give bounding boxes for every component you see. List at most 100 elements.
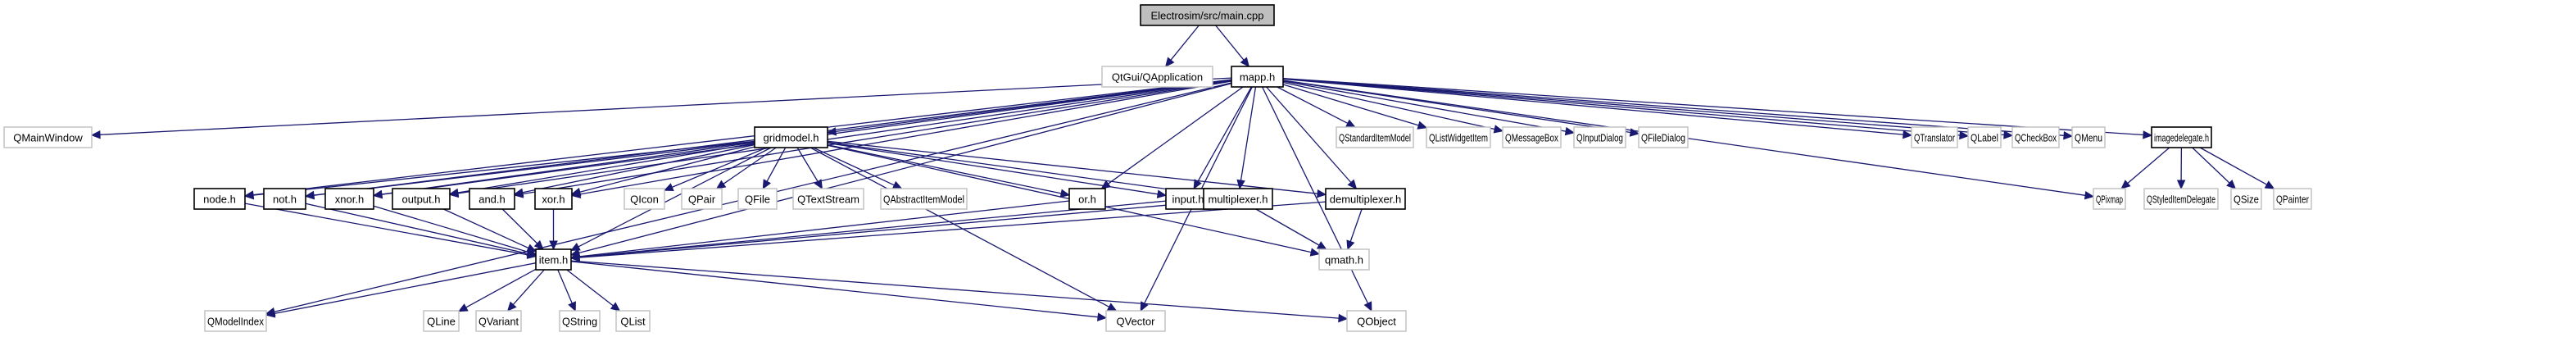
arrowhead-icon	[549, 240, 558, 251]
node-label: item.h	[539, 254, 568, 266]
node-label: not.h	[273, 194, 297, 206]
arrowhead-icon	[1338, 313, 1349, 323]
node-box	[3, 126, 93, 148]
node-qsize: QSize	[2230, 188, 2262, 210]
node-multiplexer[interactable]: multiplexer.h	[1203, 188, 1273, 210]
edge-line	[827, 142, 1159, 195]
arrowhead-icon	[1564, 126, 1576, 136]
node-imagedelegate[interactable]: imagedelegate.h	[2151, 126, 2212, 148]
node-box	[880, 188, 968, 210]
node-box	[1911, 126, 1958, 148]
node-xnor[interactable]: xnor.h	[324, 188, 374, 210]
edge-line	[1282, 77, 2144, 136]
arrowhead-icon	[265, 309, 276, 318]
node-label: gridmodel.h	[764, 132, 819, 144]
arrowhead-icon	[1345, 119, 1356, 128]
node-qlist: QList	[615, 310, 651, 332]
arrowhead-icon	[372, 189, 383, 199]
edge-gridmodel-to-qfile	[762, 147, 787, 190]
node-box	[1140, 4, 1275, 26]
arrowhead-icon	[1316, 241, 1327, 250]
edge-line	[1282, 78, 1904, 135]
node-box	[1325, 188, 1406, 210]
edge-main-to-qapp	[1164, 25, 1200, 67]
node-label: QVector	[1117, 316, 1156, 328]
edge-output-to-item	[443, 208, 537, 253]
edge-line	[465, 268, 537, 308]
edge-item-to-qlist	[566, 269, 621, 312]
edge-mapp-to-qlistwidgetitem	[1282, 84, 1428, 130]
arrowhead-icon	[1309, 248, 1321, 257]
edge-item-to-qline	[457, 268, 537, 312]
node-label: QFileDialog	[1641, 132, 1685, 144]
edge-line	[723, 147, 777, 184]
node-box	[475, 310, 522, 332]
edge-line	[1262, 86, 1369, 304]
node-label: QStyledItemDelegate	[2147, 194, 2215, 206]
node-label: QLabel	[1971, 132, 1998, 144]
node-box	[1573, 126, 1626, 148]
node-box	[792, 188, 864, 210]
edge-main-to-mapp	[1215, 25, 1250, 67]
node-qmainwindow: QMainWindow	[3, 126, 93, 148]
edge-line	[578, 201, 1204, 258]
node-box	[1101, 66, 1213, 88]
node-and[interactable]: and.h	[469, 188, 515, 210]
node-demultiplexer[interactable]: demultiplexer.h	[1325, 188, 1406, 210]
edge-line	[457, 80, 1232, 194]
edge-line	[373, 205, 528, 253]
node-box	[2011, 126, 2060, 148]
edge-gridmodel-to-xor	[570, 146, 755, 197]
edge-line	[579, 146, 755, 193]
edge-imagedelegate-to-qstyleditemdelegate	[2176, 147, 2186, 190]
edge-line	[578, 200, 1070, 257]
node-gridmodel[interactable]: gridmodel.h	[754, 126, 828, 148]
edge-mapp-to-qstandarditemmodel	[1277, 86, 1356, 128]
node-box	[754, 126, 828, 148]
arrowhead-icon	[457, 303, 469, 312]
node-qpainter: QPainter	[2273, 188, 2312, 210]
node-node[interactable]: node.h	[193, 188, 246, 210]
edge-line	[99, 77, 1232, 135]
edge-line	[813, 147, 895, 186]
edge-gridmodel-to-xnor	[372, 142, 755, 199]
node-label: QMainWindow	[13, 132, 83, 144]
node-box	[1231, 66, 1284, 88]
node-box	[1068, 188, 1106, 210]
edge-line	[579, 80, 1232, 195]
node-not[interactable]: not.h	[263, 188, 306, 210]
node-item[interactable]: item.h	[535, 248, 572, 271]
node-mapp[interactable]: mapp.h	[1231, 66, 1284, 88]
node-box	[2071, 126, 2106, 148]
edge-gridmodel-to-output	[448, 143, 755, 198]
edge-line	[305, 203, 528, 255]
arrowhead-icon	[1959, 130, 1970, 140]
node-qtextstream: QTextStream	[792, 188, 864, 210]
node-box	[263, 188, 306, 210]
edge-line	[443, 208, 529, 249]
node-qmenu: QMenu	[2071, 126, 2106, 148]
arrowhead-icon	[2176, 180, 2186, 190]
node-label: QTranslator	[1914, 132, 1955, 144]
edge-mapp-to-xor	[570, 80, 1232, 198]
edge-line	[1282, 80, 1567, 132]
node-main[interactable]: Electrosim/src/main.cpp	[1140, 4, 1275, 26]
arrowhead-icon	[1236, 179, 1245, 190]
node-label: QModelIndex	[207, 316, 264, 328]
edge-demultiplexer-to-item	[569, 201, 1327, 262]
edge-line	[557, 269, 573, 304]
edge-xor-to-item	[549, 209, 558, 251]
node-input[interactable]: input.h	[1165, 188, 1211, 210]
edge-line	[1282, 84, 1419, 126]
node-label: QInputDialog	[1576, 132, 1623, 144]
node-xor[interactable]: xor.h	[534, 188, 573, 210]
node-qmodelindex: QModelIndex	[204, 310, 267, 332]
edge-line	[796, 147, 819, 182]
node-output[interactable]: output.h	[392, 188, 451, 210]
arrowhead-icon	[2264, 180, 2275, 189]
edge-line	[522, 143, 755, 194]
arrowhead-icon	[1193, 179, 1202, 190]
node-or[interactable]: or.h	[1068, 188, 1106, 210]
node-label: input.h	[1172, 194, 1204, 206]
